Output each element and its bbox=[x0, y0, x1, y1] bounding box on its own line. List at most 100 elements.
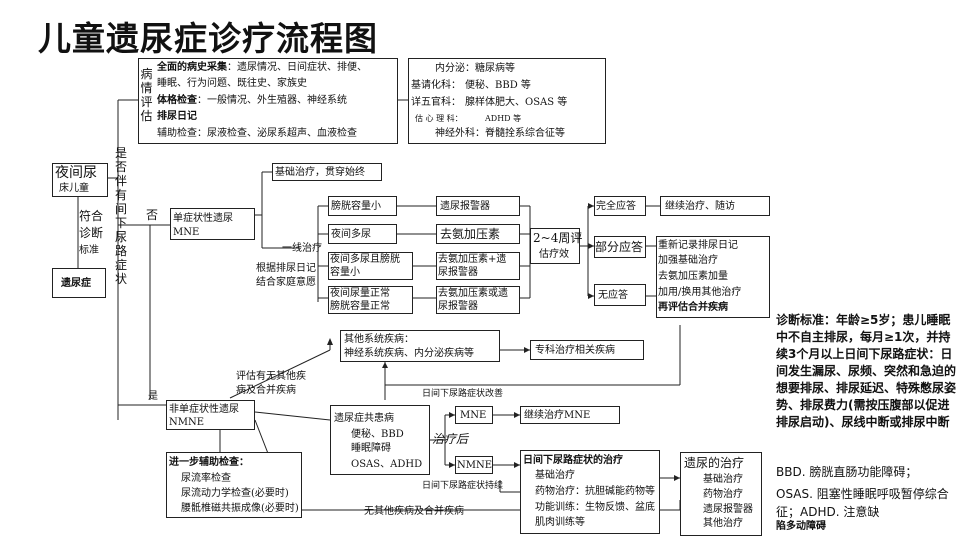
exam-text: ：一般情况、外生殖器、神经系统 bbox=[197, 95, 347, 106]
history-text-2: 睡眠、行为问题、既往史、家族史 bbox=[157, 78, 307, 89]
consult-psych: ADHD 等 bbox=[485, 114, 522, 123]
cond-both-label-2: 容量小 bbox=[330, 267, 360, 278]
branch-yes: 是 bbox=[148, 391, 158, 402]
first-line-label: 一线治疗 bbox=[282, 243, 322, 254]
comorbidity-1: 便秘、BBD bbox=[351, 429, 404, 440]
mne-abbr: MNE bbox=[173, 227, 200, 238]
aux-exam-text: 辅助检查：尿液检查、泌尿系超声、血液检查 bbox=[157, 128, 357, 139]
adhd-tail-note: 陷多动障碍 bbox=[776, 521, 826, 532]
nmne-eval-1: 评估有无其他疾 bbox=[236, 371, 306, 382]
consult-gi: 便秘、BBD 等 bbox=[465, 80, 531, 91]
further-exam-title: 进一步辅助检查： bbox=[169, 457, 249, 468]
enuresis-item-1: 基础治疗 bbox=[703, 474, 743, 485]
next-steps-box: 重新记录排尿日记 加强基础治疗 去氨加压素加量 加用/换用其他治疗 再评估合并疾… bbox=[656, 236, 770, 318]
mne-box: 单症状性遗尿 MNE bbox=[170, 208, 255, 240]
nmne-eval-2: 病及合并疾病 bbox=[236, 385, 296, 396]
consult-ent: 腺样体肥大、OSAS 等 bbox=[465, 97, 568, 108]
treat-alarm-label: 遗尿报警器 bbox=[440, 201, 490, 212]
comorbidity-2: 睡眠障碍 bbox=[351, 443, 391, 454]
consult-endocrine: 内分泌：糖尿病等 bbox=[435, 63, 515, 74]
further-exam-3: 腰骶椎磁共振成像(必要时) bbox=[181, 503, 299, 514]
comorbidity-3: OSAS、ADHD bbox=[351, 459, 423, 470]
treat-desmopressin: 去氨加压素 bbox=[436, 224, 520, 244]
consultation-box: 内分泌：糖尿病等 基请化科： 便秘、BBD 等 详五官科： 腺样体肥大、OSAS… bbox=[408, 58, 606, 144]
consult-neuro: 神经外科：脊髓拴系综合征等 bbox=[435, 128, 565, 139]
enuresis-label: 遗尿症 bbox=[61, 278, 91, 289]
after-treatment-label: 治疗后 bbox=[432, 432, 469, 446]
further-exam-2: 尿流动力学检查(必要时) bbox=[181, 488, 289, 499]
response-complete: 完全应答 bbox=[594, 196, 646, 216]
cond-normal-label-2: 膀胱容量正常 bbox=[330, 301, 390, 312]
treat-either-label-1: 去氨加压素或遗 bbox=[438, 288, 508, 299]
bedwetting-children-node: 夜间尿 床儿童 bbox=[52, 163, 108, 197]
cond-small-bladder-label: 膀胱容量小 bbox=[331, 201, 381, 212]
osas-adhd-note: OSAS. 阻塞性睡眠呼吸暂停综合征；ADHD. 注意缺 bbox=[776, 487, 949, 519]
cond-normal: 夜间尿量正常 膀胱容量正常 bbox=[328, 286, 413, 314]
treat-desmopressin-label: 去氨加压素 bbox=[440, 227, 501, 241]
continue-mne-label: 继续治疗MNE bbox=[524, 410, 591, 421]
next-step-5: 再评估合并疾病 bbox=[658, 302, 728, 313]
other-disease-label-1: 其他系统疾病： bbox=[344, 334, 414, 345]
lut-item-2: 药物治疗：抗胆碱能药物等 bbox=[535, 486, 655, 497]
next-step-3: 去氨加压素加量 bbox=[658, 271, 728, 282]
symptom-improved-label: 日间下尿路症状改善 bbox=[422, 389, 504, 399]
assessment-label: 病情评估 bbox=[140, 67, 153, 123]
treat-combo-label-2: 尿报警器 bbox=[438, 267, 478, 278]
nmne-label: 非单症状性遗尿 bbox=[169, 404, 239, 415]
bbd-note: BBD. 膀胱直肠功能障碍； bbox=[776, 465, 918, 479]
specialist-label: 专科治疗相关疾病 bbox=[535, 345, 615, 356]
treat-combo-label-1: 去氨加压素+遗 bbox=[438, 254, 507, 265]
next-step-2: 加强基础治疗 bbox=[658, 255, 718, 266]
enuresis-treatment-box: 遗尿的治疗 基础治疗 药物治疗 遗尿报警器 其他治疗 bbox=[680, 452, 762, 536]
further-exam-1: 尿流率检查 bbox=[181, 473, 231, 484]
lut-item-3: 功能训练：生物反馈、盆底 bbox=[535, 502, 655, 513]
treat-alarm: 遗尿报警器 bbox=[436, 196, 520, 216]
continue-followup-box: 继续治疗、随访 bbox=[660, 196, 770, 216]
criteria-label-3: 标准 bbox=[79, 245, 99, 256]
response-partial-label: 部分应答 bbox=[595, 240, 644, 254]
comorbidity-title: 遗尿症共患病 bbox=[334, 413, 394, 424]
no-other-disease-label: 无其他疾病及合并疾病 bbox=[364, 506, 464, 517]
assessment-box: 病情评估 全面的病史采集：遗尿情况、日间症状、排便、 睡眠、行为问题、既往史、家… bbox=[138, 58, 398, 144]
criteria-label-2: 诊断 bbox=[79, 226, 104, 240]
history-heading: 全面的病史采集 bbox=[157, 62, 227, 73]
branch-no: 否 bbox=[146, 208, 159, 222]
continue-mne-box: 继续治疗MNE bbox=[520, 406, 620, 424]
efficacy-eval-label-1: 2~4周评 bbox=[533, 231, 583, 245]
cond-both: 夜间多尿且膀胱 容量小 bbox=[328, 252, 413, 280]
response-none-label: 无应答 bbox=[598, 290, 628, 301]
diagnosis-criteria-note: 诊断标准：年龄≥5岁；患儿睡眠中不自主排尿，每月≥1次，并持续3个月以上日间下尿… bbox=[776, 313, 957, 429]
enuresis-item-4: 其他治疗 bbox=[703, 518, 743, 529]
next-step-1: 重新记录排尿日记 bbox=[658, 240, 738, 251]
enuresis-node: 遗尿症 bbox=[52, 268, 106, 298]
page-title: 儿童遗尿症诊疗流程图 bbox=[38, 19, 378, 58]
cond-both-label-1: 夜间多尿且膀胱 bbox=[330, 254, 400, 265]
next-step-4: 加用/换用其他治疗 bbox=[658, 287, 742, 298]
lut-treatment-title: 日间下尿路症状的治疗 bbox=[523, 455, 623, 466]
voiding-diary-label: 排尿日记 bbox=[157, 111, 197, 122]
diary-note-1: 根据排尿日记 bbox=[256, 263, 316, 274]
consult-label-3: 估 心 理 科： bbox=[415, 114, 463, 123]
treat-either-label-2: 尿报警器 bbox=[438, 301, 478, 312]
cond-nocturnal-polyuria: 夜间多尿 bbox=[328, 224, 397, 244]
lut-item-1: 基础治疗 bbox=[535, 470, 575, 481]
treat-combo: 去氨加压素+遗 尿报警器 bbox=[436, 252, 520, 280]
enuresis-treatment-title: 遗尿的治疗 bbox=[684, 456, 745, 470]
node-top-sublabel: 床儿童 bbox=[59, 183, 89, 194]
mne-label: 单症状性遗尿 bbox=[173, 213, 233, 224]
branch-question: 是否伴有间下尿路症状 bbox=[114, 146, 127, 286]
consult-label-2: 详五官科： bbox=[411, 97, 461, 108]
continue-followup-label: 继续治疗、随访 bbox=[665, 201, 735, 212]
response-none: 无应答 bbox=[594, 284, 646, 306]
symptom-persist-label: 日间下尿路症状持续 bbox=[422, 481, 504, 491]
lut-item-4: 肌肉训练等 bbox=[535, 517, 585, 528]
response-complete-label: 完全应答 bbox=[596, 201, 636, 212]
other-disease-box: 其他系统疾病： 神经系统疾病、内分泌疾病等 bbox=[340, 330, 500, 362]
other-disease-label-2: 神经系统疾病、内分泌疾病等 bbox=[344, 348, 474, 359]
nmne-result-label: NMNE bbox=[457, 460, 493, 471]
diary-note-2: 结合家庭意愿 bbox=[256, 277, 316, 288]
enuresis-item-3: 遗尿报警器 bbox=[703, 504, 753, 515]
cond-nocturnal-polyuria-label: 夜间多尿 bbox=[331, 229, 371, 240]
node-top-label: 夜间尿 bbox=[55, 165, 97, 181]
